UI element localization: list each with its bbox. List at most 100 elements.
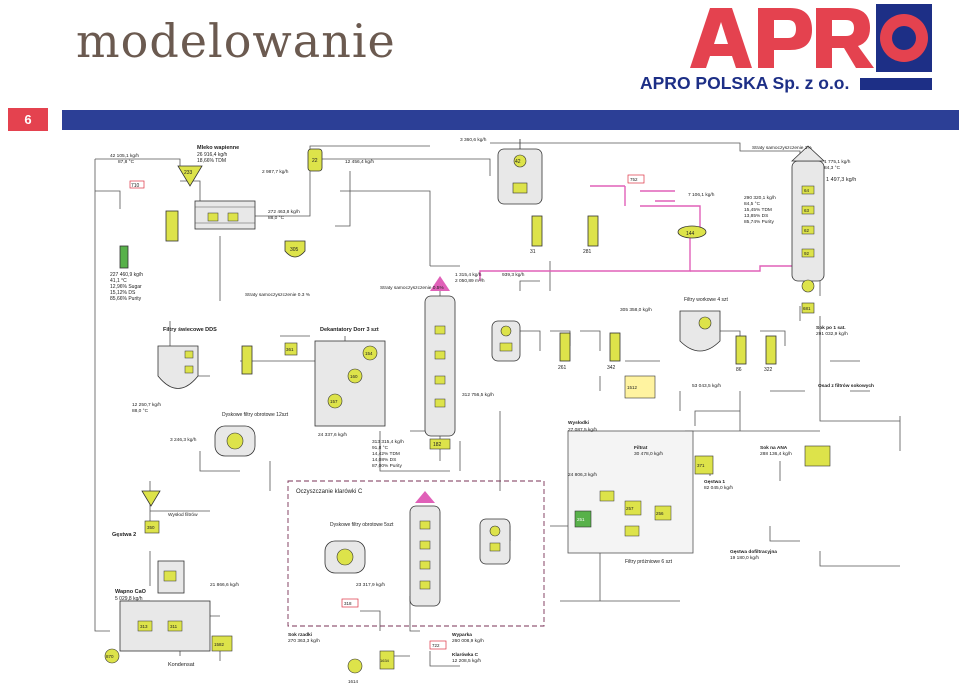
heat-exchanger-261: 261 — [558, 332, 571, 371]
svg-text:Wyparka: Wyparka — [452, 632, 472, 638]
svg-text:12 208,5 kg/h: 12 208,5 kg/h — [452, 658, 481, 664]
svg-text:Dyskowe filtry obrotowe 5szt: Dyskowe filtry obrotowe 5szt — [330, 522, 394, 528]
pump-1614: 1614 — [347, 658, 363, 684]
svg-text:144: 144 — [686, 231, 695, 237]
svg-text:157: 157 — [330, 399, 338, 404]
svg-text:311: 311 — [170, 624, 178, 629]
vacuum-filter-internals: 251 257 256 — [574, 490, 672, 537]
svg-text:290 320,1 kg/h: 290 320,1 kg/h — [744, 195, 776, 201]
vessel-22: 22 — [307, 148, 323, 172]
reactor-oczyszczanie — [479, 518, 511, 565]
bag-filters: 1512 — [624, 375, 656, 399]
svg-text:88,0 °C: 88,0 °C — [268, 215, 285, 221]
svg-text:42 105,1 kg/h: 42 105,1 kg/h — [110, 153, 139, 159]
svg-text:154: 154 — [365, 351, 373, 356]
svg-text:272 463,8 kg/h: 272 463,8 kg/h — [268, 209, 300, 215]
svg-text:91,8 °C: 91,8 °C — [372, 445, 389, 451]
company-name: APRO POLSKA Sp. z o.o. — [640, 73, 850, 93]
svg-text:312 756,5 kg/h: 312 756,5 kg/h — [462, 392, 494, 398]
svg-text:14,08% DS: 14,08% DS — [372, 457, 396, 463]
svg-text:251: 251 — [577, 517, 585, 522]
svg-text:12 456,4 kg/h: 12 456,4 kg/h — [345, 159, 374, 165]
svg-text:31: 31 — [530, 249, 536, 255]
mixer-233: 233 — [177, 165, 203, 187]
candle-filters-dds: Filtry świecowe DDS — [157, 327, 217, 389]
heat-exchanger-361: 361 — [241, 342, 298, 375]
svg-text:Straty samoczyszczenie 0.3 %: Straty samoczyszczenie 0.3 % — [245, 292, 311, 298]
svg-text:291 032,9 kg/h: 291 032,9 kg/h — [816, 331, 848, 337]
svg-text:870: 870 — [106, 654, 114, 659]
svg-text:84,3 °C: 84,3 °C — [824, 165, 841, 171]
svg-text:12,96% Sugar: 12,96% Sugar — [110, 284, 142, 290]
lime-heater-green: 227 460,9 kg/h 41,1 °C 12,96% Sugar 15,1… — [110, 245, 143, 302]
lime-milk-heat-exchanger: Mleko wapienne 26 916,4 kg/h 18,66% TDM — [194, 145, 256, 230]
svg-text:Filtry świecowe DDS: Filtry świecowe DDS — [163, 327, 217, 333]
tank-371: 371 — [694, 455, 714, 475]
tank-305: 305 — [284, 240, 306, 258]
svg-text:5 029,8 kg/h: 5 029,8 kg/h — [115, 596, 143, 602]
svg-text:13,85% DS: 13,85% DS — [744, 213, 768, 219]
svg-text:1512: 1512 — [627, 385, 638, 390]
filter-tower-oczyszczanie — [409, 491, 441, 607]
process-flow-diagram: Oczyszczanie klarówki C Filtry próżniowe… — [94, 137, 901, 684]
title-divider-bar — [62, 110, 959, 130]
heat-exchanger-342: 342 — [607, 332, 621, 371]
reactor-42: 42 — [497, 139, 543, 205]
svg-text:12 250,7 kg/h: 12 250,7 kg/h — [132, 402, 161, 408]
svg-text:Sok na ANA: Sok na ANA — [760, 445, 788, 451]
svg-text:85,74% Purity: 85,74% Purity — [744, 219, 774, 225]
svg-text:82 045,0 kg/h: 82 045,0 kg/h — [704, 485, 733, 491]
slide-title: modelowanie — [76, 14, 396, 68]
svg-text:1 497,3 kg/h: 1 497,3 kg/h — [826, 177, 856, 183]
heat-exchanger-322: 322 — [764, 335, 777, 373]
svg-text:Sok po 1 sat.: Sok po 1 sat. — [816, 325, 846, 331]
svg-text:87,00% Purity: 87,00% Purity — [372, 463, 402, 469]
svg-text:182: 182 — [433, 442, 442, 448]
svg-text:87,8 °C: 87,8 °C — [118, 159, 135, 165]
svg-text:2 987,7 kg/h: 2 987,7 kg/h — [262, 169, 289, 175]
svg-text:7 106,1 kg/h: 7 106,1 kg/h — [688, 192, 715, 198]
oczyszczanie-section-box — [287, 480, 545, 627]
svg-text:64: 64 — [804, 188, 810, 193]
dorr-decanter: 154 160 157 Dekantatory Dorr 3 szt — [314, 327, 386, 427]
svg-text:86: 86 — [736, 367, 742, 373]
svg-text:24 806,3 kg/h: 24 806,3 kg/h — [568, 472, 597, 478]
oczyszczanie-label: Oczyszczanie klarówki C — [296, 489, 363, 495]
svg-text:1614: 1614 — [348, 679, 359, 684]
reactor-mid — [491, 320, 521, 362]
svg-text:Wapno CaO: Wapno CaO — [115, 589, 147, 595]
svg-text:722: 722 — [432, 643, 440, 648]
svg-text:Dekantatory Dorr 3 szt: Dekantatory Dorr 3 szt — [320, 327, 379, 333]
rotary-disc-filters-12: Dyskowe filtry obrotowe 12szt — [214, 412, 289, 457]
svg-text:939,3 kg/h: 939,3 kg/h — [502, 272, 525, 278]
svg-text:15,45% TDM: 15,45% TDM — [744, 207, 772, 213]
svg-text:Sok rzadki: Sok rzadki — [288, 632, 312, 638]
svg-text:Gęstwa dofiltracyjna: Gęstwa dofiltracyjna — [730, 549, 777, 555]
svg-text:257: 257 — [626, 506, 634, 511]
svg-text:260 008,9 kg/h: 260 008,9 kg/h — [452, 638, 484, 644]
evaporator-tower-center: 182 — [424, 276, 456, 450]
svg-text:288 136,4 kg/h: 288 136,4 kg/h — [760, 451, 792, 457]
svg-text:342: 342 — [607, 365, 616, 371]
svg-text:313: 313 — [140, 624, 148, 629]
condensate: 1582 Kondensat — [168, 635, 233, 668]
svg-text:227 460,9 kg/h: 227 460,9 kg/h — [110, 272, 143, 278]
heat-exchanger-86: 86 — [735, 335, 747, 373]
svg-text:Gęstwa 1: Gęstwa 1 — [704, 479, 725, 485]
svg-text:Osad z filtrów sokowych: Osad z filtrów sokowych — [818, 383, 874, 389]
svg-text:15,12% DS: 15,12% DS — [110, 290, 136, 296]
svg-text:1 775,1 kg/h: 1 775,1 kg/h — [824, 159, 851, 165]
logo-letter-p — [758, 8, 812, 68]
evaporator-tower-right: 64 63 62 92 681 — [790, 145, 826, 314]
svg-text:2 050,89 m³/h: 2 050,89 m³/h — [455, 278, 485, 284]
logo-letter-r — [816, 8, 874, 68]
svg-text:23 317,9 kg/h: 23 317,9 kg/h — [356, 582, 385, 588]
svg-text:1 315,4 kg/h: 1 315,4 kg/h — [455, 272, 482, 278]
svg-text:42: 42 — [515, 159, 521, 165]
svg-text:Mleko wapienne: Mleko wapienne — [197, 145, 239, 151]
vacuum-filters-label: Filtry próżniowe 6 szt — [625, 559, 673, 565]
svg-text:Straty samoczyszczenie 1%: Straty samoczyszczenie 1% — [752, 145, 812, 151]
svg-text:22: 22 — [312, 158, 318, 164]
gestwa-2-tank: 350 Gęstwa 2 — [112, 490, 185, 594]
svg-text:Kondensat: Kondensat — [168, 662, 195, 668]
